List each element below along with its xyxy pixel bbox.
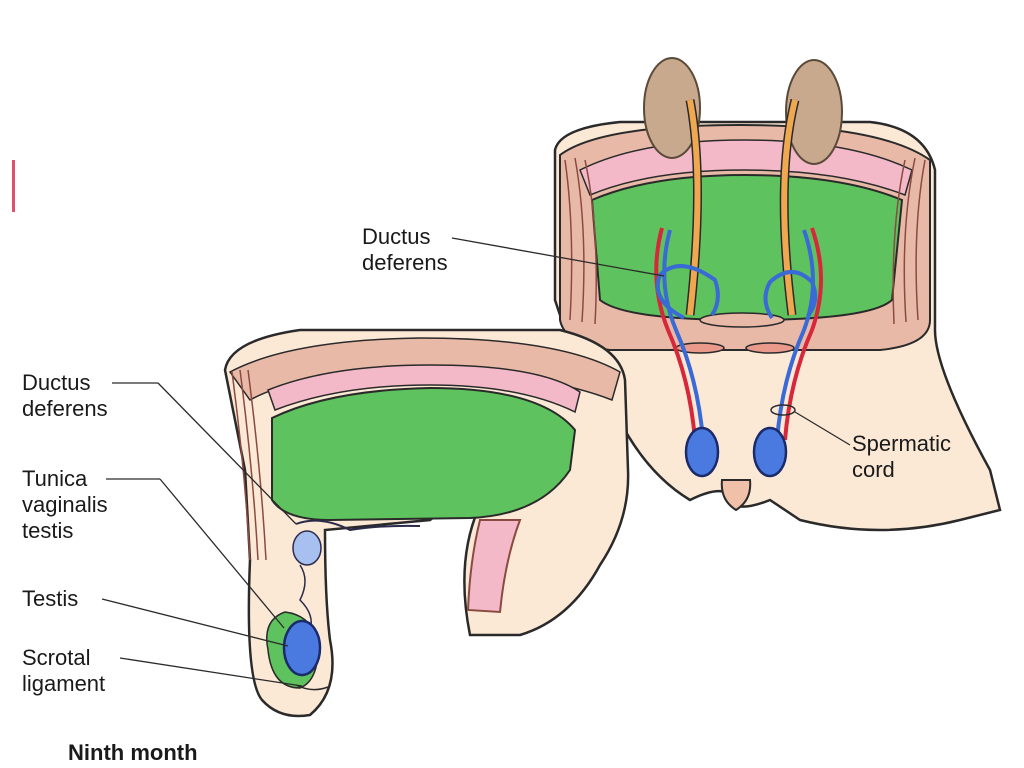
right-kidney: [785, 59, 843, 165]
edge-mark: [12, 160, 15, 212]
right-ductus-loop: [763, 270, 818, 320]
front-view-section: [553, 57, 1002, 532]
front-muscle-stripes-left: [564, 157, 597, 325]
label-scrotal-line1: Scrotal: [22, 645, 91, 670]
bladder: [699, 312, 785, 328]
label-tunica-line1: Tunica: [22, 466, 88, 491]
sagittal-pink-layer: [267, 364, 581, 414]
leader-ductus-left-b: [157, 382, 297, 525]
label-ductus-deferens-top-line2: deferens: [362, 250, 448, 275]
right-inguinal-slit: [745, 342, 795, 354]
label-spermatic-cord-line2: cord: [852, 457, 895, 482]
spermatic-cord-ring: [770, 404, 796, 416]
sagittal-rear-layer: [466, 519, 522, 614]
label-ductus-deferens-top: Ductus deferens: [362, 224, 448, 276]
sagittal-testis: [282, 619, 322, 677]
label-ductus-deferens-left: Ductus deferens: [22, 370, 108, 422]
sagittal-cord-path: [299, 564, 312, 631]
leader-lines: [101, 237, 851, 687]
left-kidney: [643, 57, 701, 159]
scrotal-ligament-shape: [295, 684, 329, 691]
leader-testis: [101, 598, 289, 647]
penis: [720, 479, 752, 512]
left-ductus-loop: [655, 264, 720, 320]
left-vein: [662, 229, 705, 441]
front-peritoneal-cavity: [590, 173, 904, 322]
leader-spermatic-cord: [794, 411, 851, 446]
left-ureter: [687, 99, 701, 316]
label-scrotal-line2: ligament: [22, 671, 106, 696]
sagittal-muscle-stripes: [231, 369, 267, 561]
leader-tunica-b: [159, 478, 285, 629]
sagittal-ductus-path: [295, 519, 421, 532]
label-spermatic-cord-line1: Spermatic: [852, 431, 952, 456]
label-tunica-line2: vaginalis: [22, 492, 108, 517]
sagittal-peritoneal-cavity: [271, 386, 577, 522]
label-tunica-line3: testis: [22, 518, 74, 543]
front-right-testis: [752, 426, 788, 478]
label-scrotal-ligament: Scrotal ligament: [22, 645, 105, 697]
leader-ductus-top: [451, 237, 665, 277]
label-tunica-vaginalis-testis: Tunica vaginalis testis: [22, 466, 108, 544]
figure-caption: Ninth month: [68, 740, 198, 765]
front-muscle-stripes-right: [892, 157, 926, 325]
right-ureter: [781, 99, 798, 316]
label-ductus-deferens-left-line1: Ductus: [22, 370, 91, 395]
label-ductus-deferens-top-line1: Ductus: [362, 224, 431, 249]
label-testis: Testis: [22, 586, 79, 611]
leader-scrotal-ligament: [119, 657, 303, 687]
front-left-testis: [684, 426, 720, 478]
left-testicular-artery: [654, 227, 697, 441]
label-spermatic-cord: Spermatic cord: [852, 431, 951, 483]
label-ductus-deferens-left-line2: deferens: [22, 396, 108, 421]
processus-vaginalis: [292, 530, 322, 566]
right-testicular-artery: [783, 227, 823, 441]
sagittal-section: [223, 328, 630, 718]
